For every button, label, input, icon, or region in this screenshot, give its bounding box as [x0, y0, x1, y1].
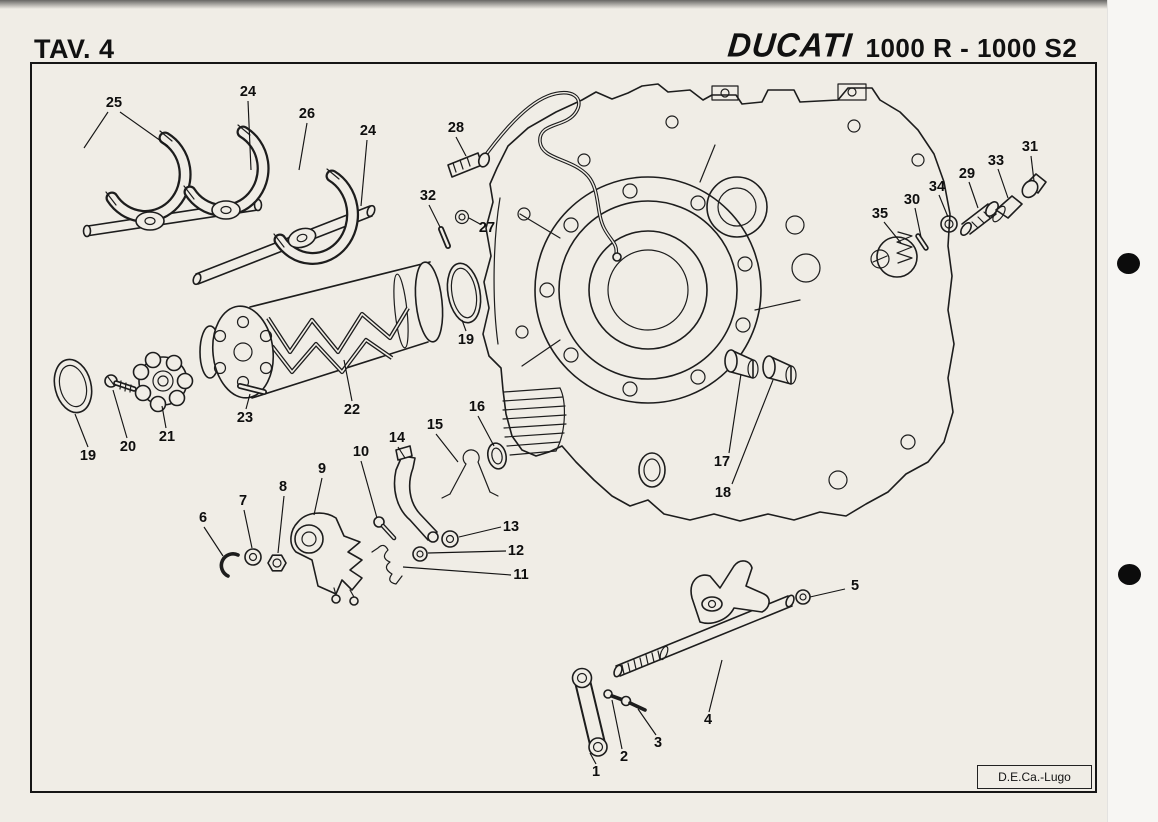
- page-right-margin: [1107, 0, 1158, 822]
- left-oring-screw-starwheel-drawing: [53, 351, 194, 414]
- part-label-11: 11: [513, 567, 529, 583]
- selector-forks-drawing: [82, 124, 376, 286]
- part-label-18: 18: [714, 485, 732, 501]
- part-label-9: 9: [317, 461, 327, 477]
- part-label-20: 20: [119, 439, 137, 455]
- part-label-8: 8: [278, 479, 288, 495]
- callout-leader-lines: [74, 100, 1035, 765]
- ratchet-claw-drawing: [219, 442, 508, 606]
- detent-plug-drawing: [896, 173, 1047, 264]
- part-label-6: 6: [198, 510, 208, 526]
- part-label-27: 27: [478, 220, 496, 236]
- gearshift-shaft-drawing: [571, 560, 811, 757]
- binder-hole-bottom: [1118, 564, 1141, 585]
- part-label-15: 15: [426, 417, 444, 433]
- part-label-19: 19: [457, 332, 475, 348]
- plate-number: TAV. 4: [34, 34, 115, 64]
- part-label-14: 14: [388, 430, 406, 446]
- diagram-border-frame: [30, 62, 1097, 793]
- part-label-32: 32: [419, 188, 437, 204]
- part-label-35: 35: [871, 206, 889, 222]
- part-label-25: 25: [105, 95, 123, 111]
- neutral-sensor-drawing: [447, 90, 622, 262]
- part-label-4: 4: [703, 712, 713, 728]
- part-label-22: 22: [343, 402, 361, 418]
- part-label-33: 33: [987, 153, 1005, 169]
- part-label-34: 34: [928, 179, 946, 195]
- crankcase-drawing: [482, 83, 955, 522]
- part-label-31: 31: [1021, 139, 1039, 155]
- pin-and-ring-drawing: [438, 209, 470, 249]
- part-label-10: 10: [352, 444, 370, 460]
- part-label-3: 3: [653, 735, 663, 751]
- part-label-7: 7: [238, 493, 248, 509]
- part-label-1: 1: [591, 764, 601, 780]
- part-label-24: 24: [359, 123, 377, 139]
- part-label-16: 16: [468, 399, 486, 415]
- binder-hole-top: [1117, 253, 1140, 274]
- header-brand-block: DUCATI 1000 R - 1000 S2: [726, 26, 1078, 65]
- selector-drum-drawing: [199, 261, 482, 399]
- part-label-5: 5: [850, 578, 860, 594]
- part-label-24: 24: [239, 84, 257, 100]
- part-label-12: 12: [507, 543, 525, 559]
- part-label-19: 19: [79, 448, 97, 464]
- model-designation: 1000 R - 1000 S2: [865, 33, 1078, 63]
- part-label-28: 28: [447, 120, 465, 136]
- part-label-30: 30: [903, 192, 921, 208]
- part-label-13: 13: [502, 519, 520, 535]
- credit-box: D.E.Ca.-Lugo: [977, 765, 1092, 789]
- part-label-2: 2: [619, 749, 629, 765]
- part-label-21: 21: [158, 429, 176, 445]
- part-label-29: 29: [958, 166, 976, 182]
- part-label-26: 26: [298, 106, 316, 122]
- part-label-17: 17: [713, 454, 731, 470]
- part-label-23: 23: [236, 410, 254, 426]
